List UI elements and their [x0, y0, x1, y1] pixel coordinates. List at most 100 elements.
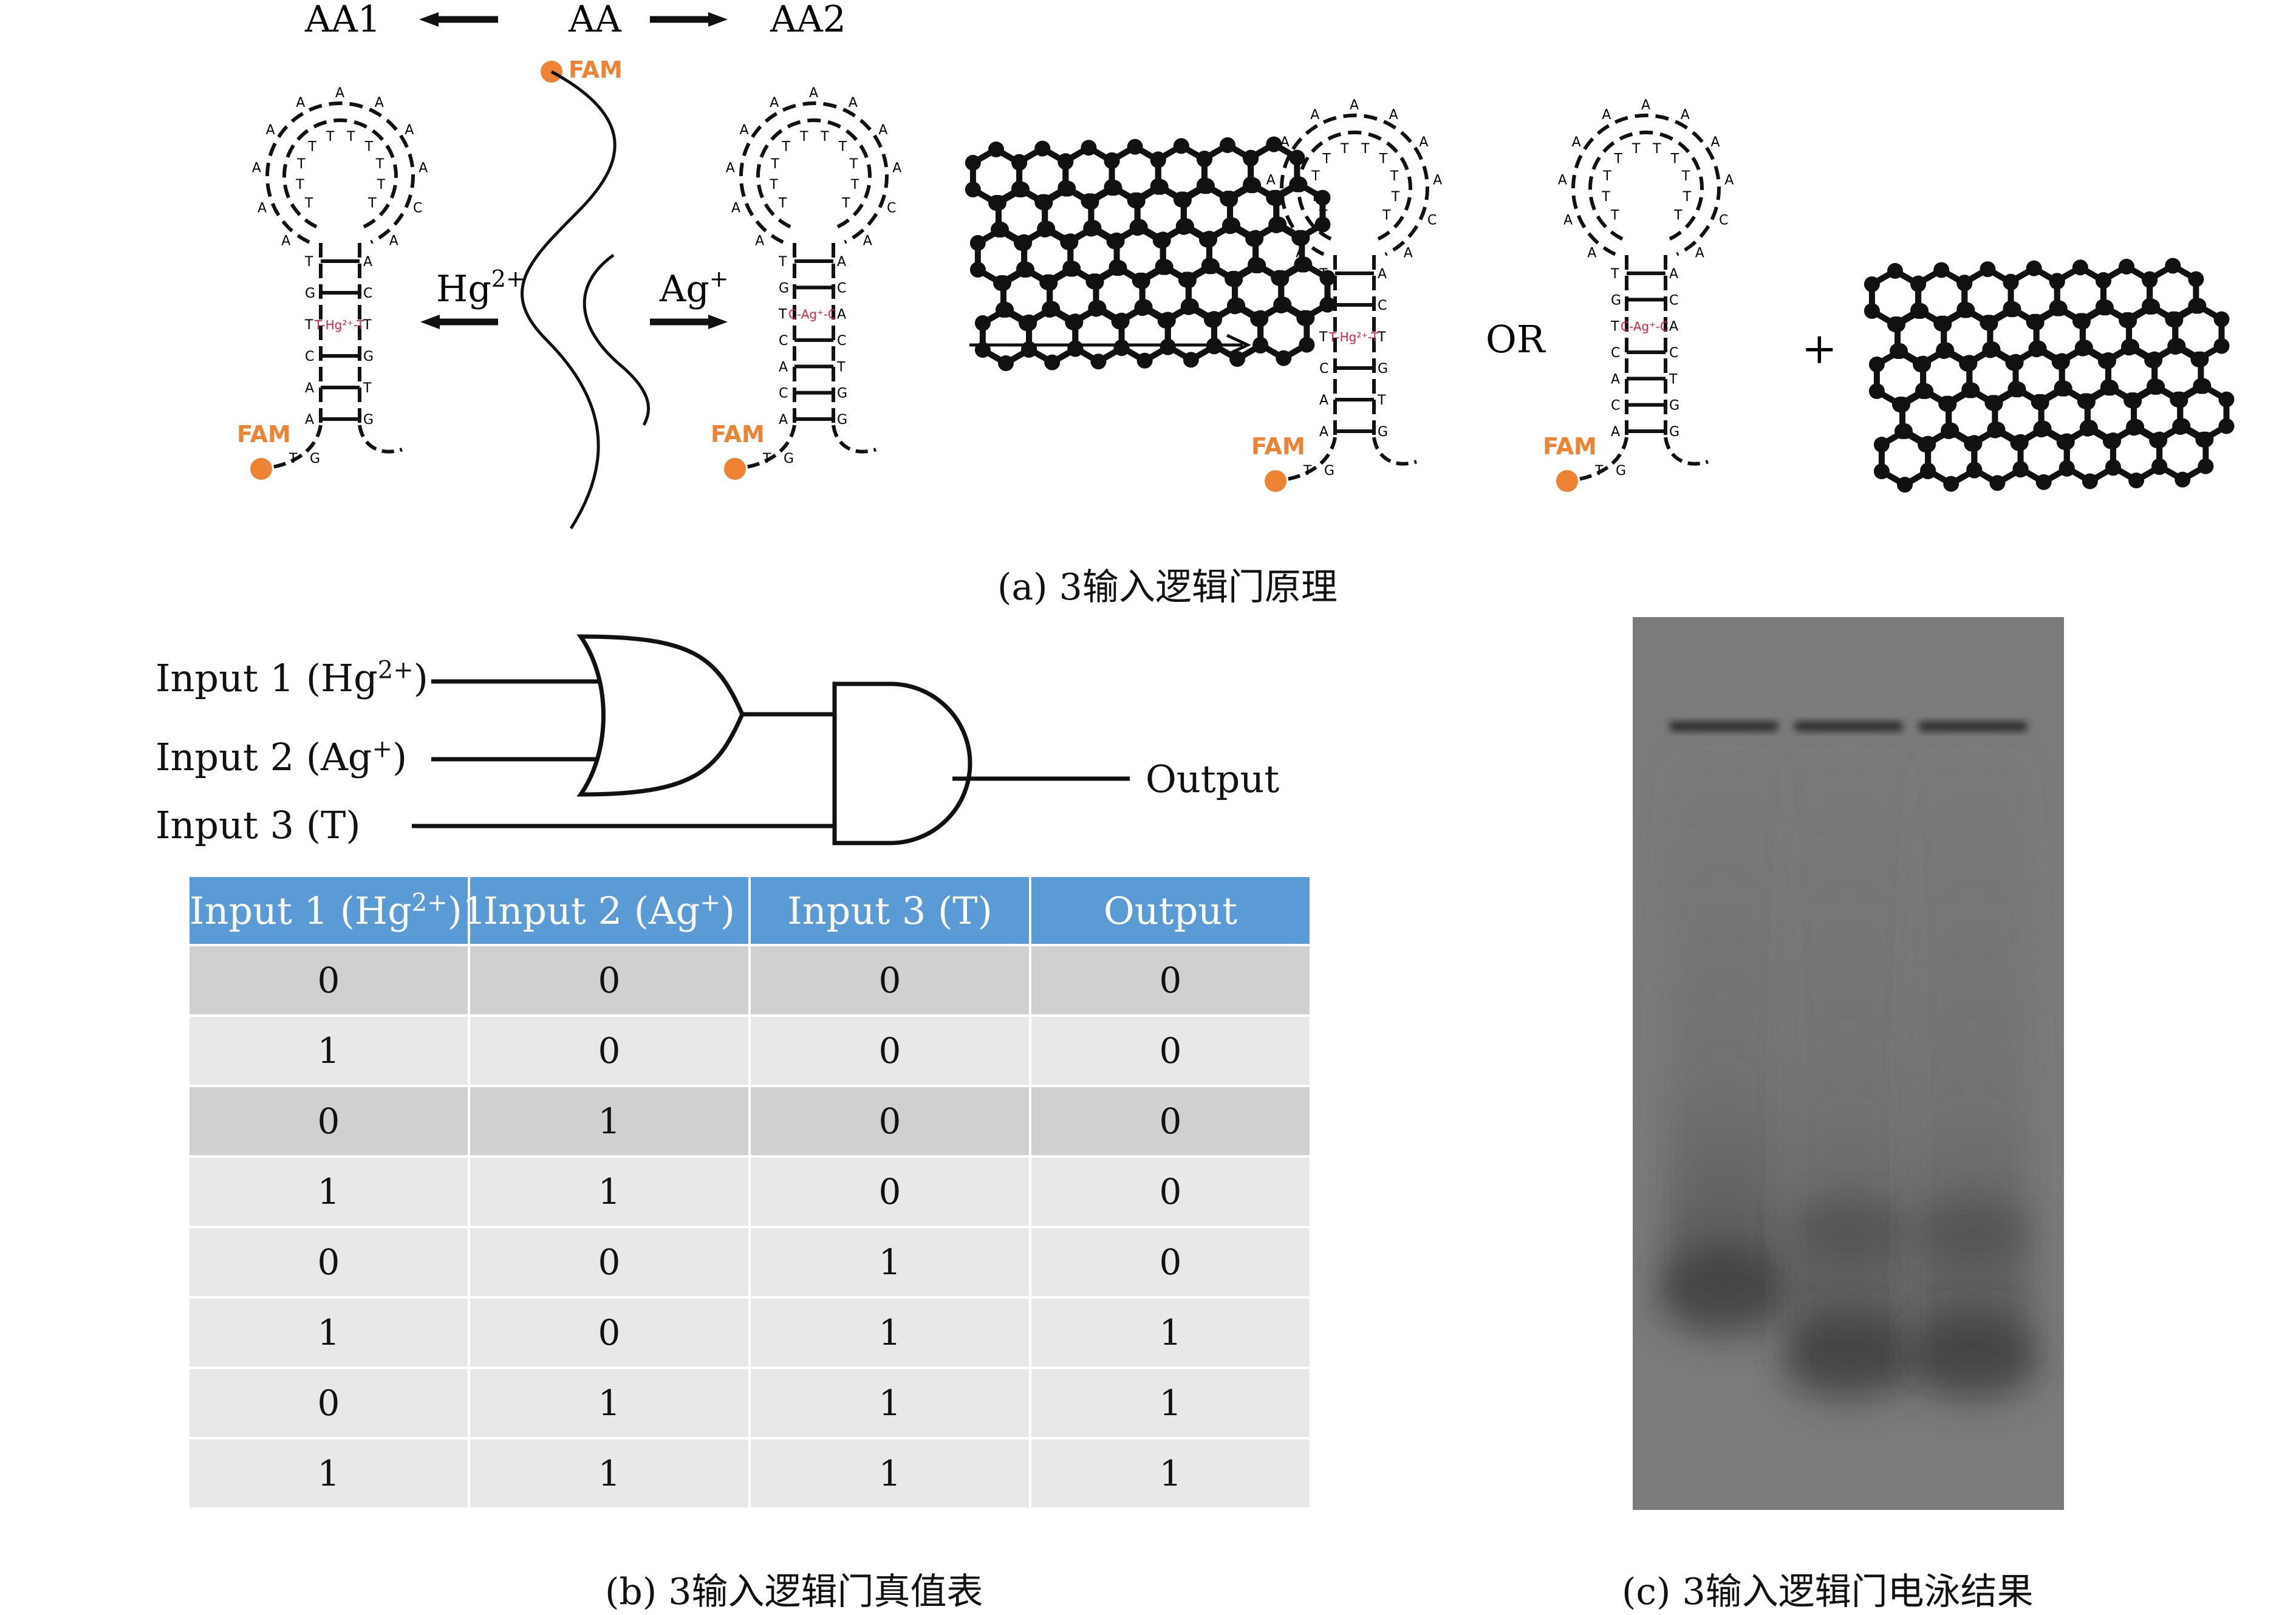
- base-letter: T: [1601, 189, 1610, 205]
- base-letter: T: [769, 177, 778, 193]
- table-cell: 0: [751, 1017, 1029, 1085]
- graphene-atom: [2175, 471, 2191, 488]
- table-cell: 0: [470, 946, 748, 1014]
- graphene-atom: [2005, 301, 2021, 318]
- graphene-atom: [2012, 460, 2029, 477]
- table-cell: 1: [470, 1369, 748, 1437]
- base-letter: T: [363, 381, 372, 396]
- graphene-atom: [1206, 311, 1222, 327]
- base-letter: T: [781, 140, 790, 155]
- graphene-atom: [1941, 395, 1957, 412]
- base-letter: C: [779, 333, 788, 349]
- base-letter: T: [1610, 208, 1619, 224]
- base-letter: T: [1683, 189, 1692, 205]
- base-letter: G: [363, 412, 374, 428]
- graphene-atom: [1034, 140, 1051, 157]
- panel-a: AA1 AA AA2 FAM Hg2+ Ag+: [237, 0, 2235, 530]
- base-letter: A: [755, 234, 764, 249]
- graphene-atom: [2102, 380, 2119, 396]
- base-letter: T: [850, 177, 859, 193]
- graphene-atom: [1276, 296, 1292, 313]
- graphene-atom: [2128, 419, 2145, 435]
- graphene-atom: [1178, 218, 1194, 234]
- input2-label: Input 2 (Ag+): [155, 735, 408, 779]
- base-letter: A: [1563, 213, 1573, 228]
- base-letter: A: [296, 95, 305, 111]
- base-letter: T: [289, 451, 298, 466]
- aa1-label: AA1: [304, 0, 381, 41]
- graphene-atom: [1180, 271, 1197, 288]
- graphene-atom: [1227, 271, 1243, 287]
- graphene-atom: [1111, 260, 1127, 276]
- graphene-atom: [1268, 189, 1285, 206]
- graphene-atom: [1933, 262, 1950, 278]
- graphene-atom: [1989, 422, 2006, 438]
- and-gate: [832, 681, 972, 845]
- loop-outer-strand: [265, 101, 415, 244]
- graphene-atom: [1062, 233, 1079, 250]
- graphene-atom: [2218, 391, 2235, 408]
- base-letter: A: [779, 360, 788, 375]
- mismatch-label: T-Hg²⁺-T: [1328, 330, 1379, 344]
- tail-5prime: [267, 425, 323, 469]
- table-cell: 1: [190, 1299, 468, 1367]
- table-cell: 1: [190, 1017, 468, 1085]
- mismatch-label: T-Hg²⁺-T: [314, 318, 364, 332]
- aa2-label: AA2: [770, 0, 846, 41]
- graphene-atom: [1229, 298, 1246, 313]
- base-letter: A: [1404, 246, 1413, 261]
- base-letter: A: [1669, 319, 1678, 335]
- graphene-atom: [1964, 382, 1980, 398]
- graphene-atom: [1129, 192, 1146, 208]
- base-letter: T: [295, 177, 304, 193]
- graphene-atom: [2033, 394, 2049, 410]
- graphene-atom: [2077, 340, 2093, 356]
- loop-outer-strand: [1280, 114, 1429, 256]
- gel-lower-band: [1785, 1316, 1912, 1401]
- base-letter: A: [837, 307, 846, 323]
- graphene-atom: [2128, 473, 2145, 488]
- base-letter: T: [1631, 142, 1641, 157]
- base-letter: G: [310, 451, 320, 466]
- graphene-atom: [1198, 178, 1215, 194]
- graphene-atom: [2165, 258, 2181, 274]
- graphene-atom: [1314, 216, 1331, 233]
- graphene-atom: [1183, 352, 1199, 368]
- graphene-atom: [2213, 311, 2230, 327]
- base-letter: C: [1611, 346, 1620, 361]
- base-letter: T: [363, 318, 372, 333]
- graphene-atom: [1014, 182, 1030, 197]
- graphene-atom: [1294, 230, 1310, 246]
- gel-lower-band: [1660, 1246, 1788, 1337]
- base-letter: A: [266, 123, 275, 138]
- graphene-atom: [1134, 272, 1150, 289]
- graphene-atom: [1248, 230, 1264, 246]
- truth-table: Input 1 (Hg2+)1 Input 2 (Ag+) Input 3 (T…: [187, 875, 1312, 1510]
- graphene-atom: [1157, 259, 1174, 275]
- base-letter: A: [335, 86, 344, 101]
- base-letter: T: [778, 196, 787, 211]
- base-letter: T: [326, 129, 335, 145]
- fam-dot: [724, 458, 746, 480]
- graphene-atom: [1042, 274, 1058, 290]
- graphene-atom: [1173, 138, 1189, 154]
- base-letter: A: [419, 161, 428, 176]
- tail-5prime: [1281, 437, 1337, 482]
- base-letter: G: [1669, 425, 1679, 440]
- graphene-atom: [1887, 263, 1903, 279]
- graphene-atom: [2188, 271, 2204, 287]
- base-letter: A: [1611, 425, 1620, 440]
- tail-3prime: [1664, 437, 1709, 466]
- graphene-atom: [2105, 432, 2121, 448]
- base-letter: T: [838, 140, 847, 155]
- truth-table-header: Input 1 (Hg2+)1 Input 2 (Ag+) Input 3 (T…: [190, 877, 1310, 944]
- base-letter: T: [799, 129, 808, 145]
- graphene-atom: [1201, 231, 1217, 247]
- graphene-atom: [2082, 420, 2098, 436]
- base-letter: T: [820, 129, 829, 145]
- graphene-atom: [1104, 152, 1120, 168]
- fam-label-aa: FAM: [569, 56, 623, 83]
- mismatch-label: C-Ag⁺-C: [1621, 319, 1669, 334]
